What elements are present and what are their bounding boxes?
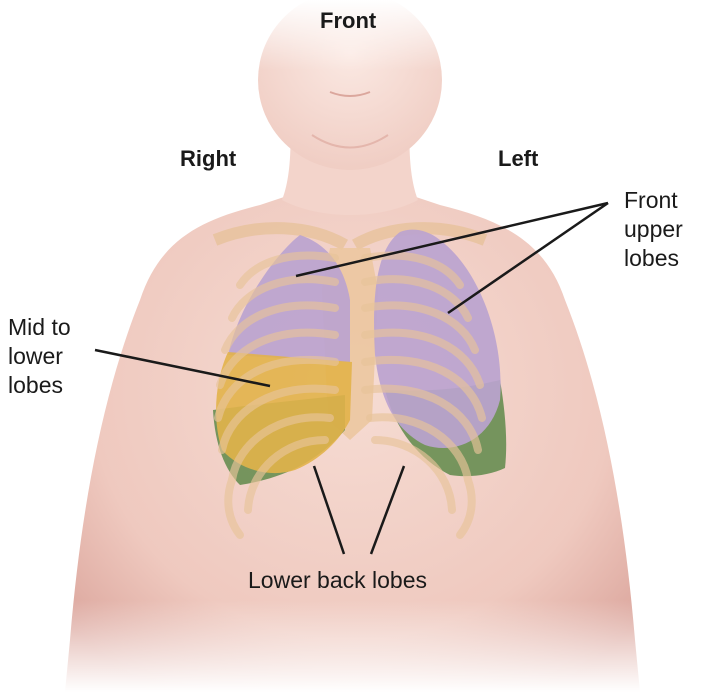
label-front-upper-lobes: Front upper lobes (624, 186, 683, 273)
label-mid-lower-line2: lower (8, 342, 71, 371)
label-left: Left (498, 144, 538, 173)
label-lower-back-lobes: Lower back lobes (248, 566, 427, 595)
label-mid-lower-line1: Mid to (8, 313, 71, 342)
label-mid-lower-line3: lobes (8, 371, 71, 400)
label-front-upper-line1: Front (624, 186, 683, 215)
label-front-upper-line3: lobes (624, 244, 683, 273)
label-front-upper-line2: upper (624, 215, 683, 244)
label-right: Right (180, 144, 236, 173)
label-mid-lower-lobes: Mid to lower lobes (8, 313, 71, 400)
bottom-fade (0, 600, 701, 692)
label-front: Front (320, 6, 376, 35)
